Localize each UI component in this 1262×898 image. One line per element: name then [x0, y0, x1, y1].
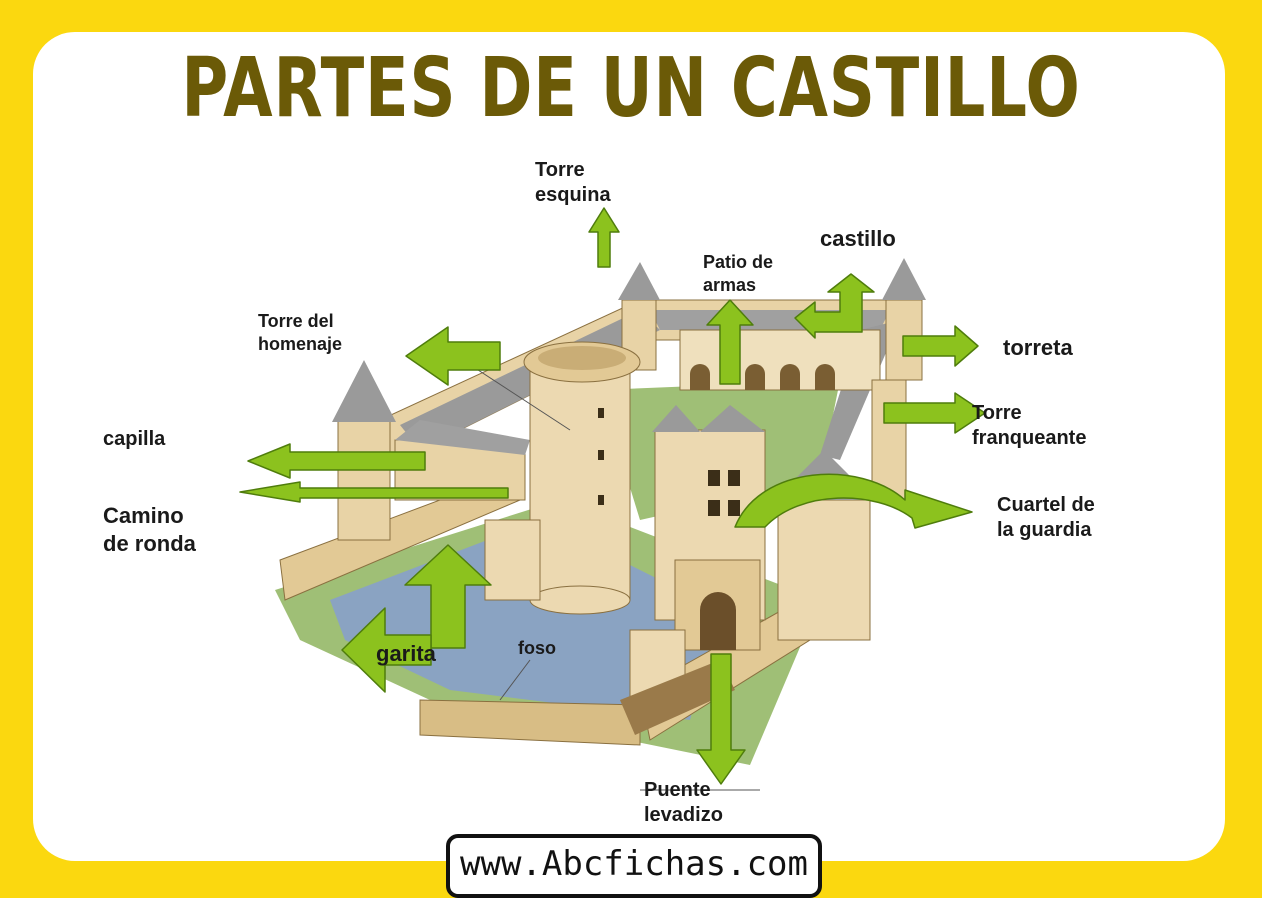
label-torre-franqueante-line1: Torre	[972, 402, 1022, 424]
arrow-torre-esquina	[588, 207, 620, 268]
tower-back-right-roof	[882, 258, 926, 300]
label-arrows	[239, 207, 986, 785]
label-cuartel-line2: la guardia	[997, 519, 1092, 541]
footer-url: www.Abcfichas.com	[460, 844, 808, 884]
keep-base	[529, 585, 631, 615]
gatehouse-roof-left	[652, 405, 700, 432]
label-torre-del-homenaje-line1: Torre del	[258, 311, 334, 331]
label-torre-esquina-line2: esquina	[535, 184, 611, 206]
arrow-capilla	[247, 443, 426, 479]
wall-tower-front	[484, 519, 541, 601]
label-puente-line1: Puente	[644, 779, 711, 801]
arrow-patio-de-armas	[706, 299, 754, 385]
gatehouse-windows	[708, 470, 740, 516]
label-cuartel-de-la-guardia: Cuartel de la guardia	[997, 493, 1095, 543]
label-puente-line2: levadizo	[644, 804, 723, 826]
footer-url-box: www.Abcfichas.com	[446, 834, 822, 898]
label-torre-franqueante-line2: franqueante	[972, 427, 1087, 449]
gatehouse-roof-right	[700, 405, 765, 432]
keep-windows	[598, 408, 604, 505]
arrow-torre-del-homenaje	[405, 326, 501, 386]
arrow-garita-left	[341, 607, 432, 693]
label-torre-del-homenaje-line2: homenaje	[258, 333, 343, 354]
arrow-puente-levadizo	[696, 653, 746, 785]
chapel-tower	[337, 419, 391, 541]
keep-crown	[538, 346, 626, 370]
label-torre-esquina: Torre esquina	[535, 158, 611, 208]
arrow-cuartel-de-la-guardia	[734, 473, 973, 529]
main-gate-door	[700, 592, 736, 650]
label-torre-franqueante: Torre franqueante	[972, 401, 1086, 451]
label-camino-de-ronda-line2: de ronda	[103, 530, 196, 556]
palace-arches	[690, 364, 835, 390]
label-camino-de-ronda-line1: Camino	[103, 503, 184, 528]
page-title: PARTES DE UN CASTILLO	[181, 41, 1081, 136]
label-puente-levadizo: Puente levadizo	[644, 778, 723, 828]
label-torre-del-homenaje: Torre del homenaje	[258, 310, 342, 355]
chapel-roof	[395, 420, 530, 455]
label-torreta: torreta	[1003, 335, 1073, 360]
label-patio-de-armas-line1: Patio de	[703, 252, 774, 272]
label-foso: foso	[518, 638, 556, 658]
label-cuartel-line1: Cuartel de	[997, 494, 1095, 516]
drawbridge	[620, 660, 735, 735]
flanking-tower	[871, 379, 907, 501]
guard-tower	[777, 499, 871, 641]
chapel-tower-roof	[332, 360, 396, 422]
arrow-camino-de-ronda	[239, 481, 509, 503]
label-torre-esquina-line1: Torre	[535, 159, 585, 181]
label-patio-de-armas: Patio de armas	[703, 251, 773, 296]
arrow-torre-franqueante	[883, 392, 986, 434]
arrow-torreta	[902, 325, 979, 367]
arrow-castillo	[794, 273, 875, 339]
keep-tower	[529, 369, 631, 601]
outer-wall-front	[419, 699, 641, 746]
label-garita: garita	[376, 641, 436, 666]
label-patio-de-armas-line2: armas	[703, 274, 757, 295]
label-capilla: capilla	[103, 428, 166, 450]
tower-back-left-roof	[618, 262, 660, 300]
leader-lines	[474, 367, 760, 791]
arrow-garita-up	[404, 544, 492, 649]
label-castillo: castillo	[820, 226, 896, 251]
label-camino-de-ronda: Camino de ronda	[103, 502, 196, 557]
